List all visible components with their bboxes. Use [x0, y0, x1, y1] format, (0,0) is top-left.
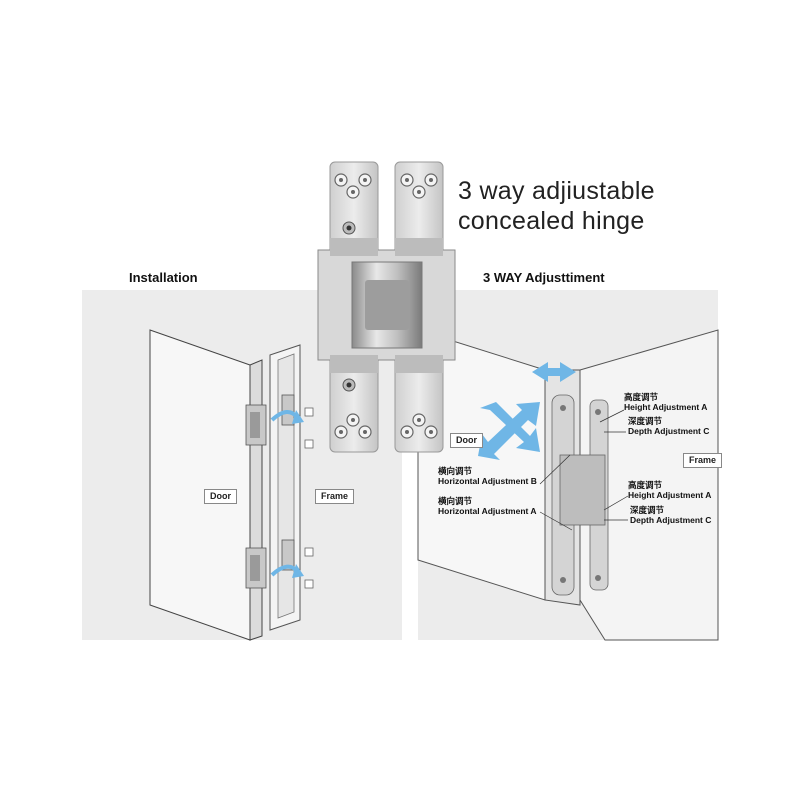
adjustment-frame-tag: Frame: [683, 453, 723, 468]
installation-heading: Installation: [129, 270, 198, 285]
title-line-2: concealed hinge: [458, 207, 645, 235]
callout-horizontal-a-cn: 横向调节: [438, 496, 473, 506]
callout-horizontal-b-en: Horizontal Adjustment B: [438, 476, 537, 486]
callout-height-a-top-en: Height Adjustment A: [624, 402, 708, 412]
title-line-1: 3 way adjiustable: [458, 177, 655, 205]
callout-depth-c-top-en: Depth Adjustment C: [628, 426, 710, 436]
installation-frame-tag: Frame: [315, 489, 355, 504]
callout-horizontal-a-en: Horizontal Adjustment A: [438, 506, 537, 516]
product-title: 3 way adjiustable concealed hinge: [458, 176, 778, 236]
installation-door-tag: Door: [204, 489, 237, 504]
callout-depth-c-bottom-en: Depth Adjustment C: [630, 515, 712, 525]
callout-depth-c-bottom-cn: 深度调节: [630, 505, 665, 515]
callout-horizontal-a: 横向调节 Horizontal Adjustment A: [438, 496, 537, 516]
callout-horizontal-b: 横向调节 Horizontal Adjustment B: [438, 466, 537, 486]
callout-height-a-bottom: 高度调节 Height Adjustment A: [628, 480, 711, 500]
callout-height-a-top-cn: 高度调节: [624, 392, 659, 402]
adjustment-heading: 3 WAY Adjusttiment: [483, 270, 605, 285]
callout-depth-c-top-cn: 深度调节: [628, 416, 663, 426]
callout-height-a-bottom-cn: 高度调节: [628, 480, 663, 490]
callout-height-a-bottom-en: Height Adjustment A: [628, 490, 712, 500]
callout-height-a-top: 高度调节 Height Adjustment A: [624, 392, 707, 412]
callout-depth-c-top: 深度调节 Depth Adjustment C: [628, 416, 709, 436]
adjustment-door-tag: Door: [450, 433, 483, 448]
callout-depth-c-bottom: 深度调节 Depth Adjustment C: [630, 505, 711, 525]
callout-horizontal-b-cn: 横向调节: [438, 466, 473, 476]
